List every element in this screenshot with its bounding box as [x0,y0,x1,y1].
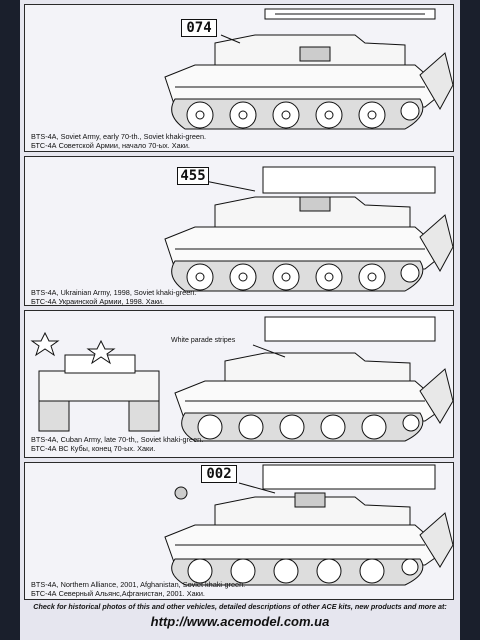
website-link[interactable]: http://www.acemodel.com.ua [150,614,330,629]
panel-cuban-army: White parade stripes BTS-4A, Cuban Army,… [24,310,454,458]
caption-english: BTS-4A, Ukrainian Army, 1998, Soviet kha… [31,288,197,297]
panel-caption: BTS-4A, Soviet Army, early 70-th., Sovie… [31,132,206,150]
caption-russian: БТС-4А ВС Кубы, конец 70-ых. Хаки. [31,444,156,453]
tank-front-and-side-view-drawing [30,316,453,442]
tank-side-view-drawing [164,166,453,292]
annotation-label: White parade stripes [171,337,236,344]
caption-english: BTS-4A, Cuban Army, late 70-th,, Soviet … [31,435,204,444]
panel-caption: BTS-4A, Cuban Army, late 70-th,, Soviet … [31,435,203,453]
instruction-sheet: 074 BTS-4A, Soviet Army, early 70-th., S… [20,0,460,640]
vehicle-number-badge: 074 [181,19,217,37]
caption-russian: БТС-4А Советской Армии, начало 70-ых. Ха… [31,141,190,150]
tank-side-view-drawing [164,464,453,586]
caption-english: BTS-4A, Soviet Army, early 70-th., Sovie… [31,132,207,141]
panel-northern-alliance: 002 BTS-4A, Northern Alliance, 2001, Afg… [24,462,454,600]
caption-russian: БТС-4А Северный Альянс,Афганистан, 2001.… [31,589,205,598]
footer-note: Check for historical photos of this and … [33,602,447,611]
caption-russian: БТС-4А Украинской Армии, 1998. Хаки. [31,297,165,306]
panel-soviet-army: 074 BTS-4A, Soviet Army, early 70-th., S… [24,4,454,152]
caption-english: BTS-4A, Northern Alliance, 2001, Afghani… [31,580,246,589]
panel-caption: BTS-4A, Northern Alliance, 2001, Afghani… [31,580,245,598]
tank-side-view-drawing [164,8,453,130]
vehicle-number-badge: 002 [201,465,237,483]
panel-caption: BTS-4A, Ukrainian Army, 1998, Soviet kha… [31,288,197,306]
vehicle-number-badge: 455 [177,167,209,185]
panel-ukrainian-army: 455 BTS-4A, Ukrainian Army, 1998, Soviet… [24,156,454,306]
